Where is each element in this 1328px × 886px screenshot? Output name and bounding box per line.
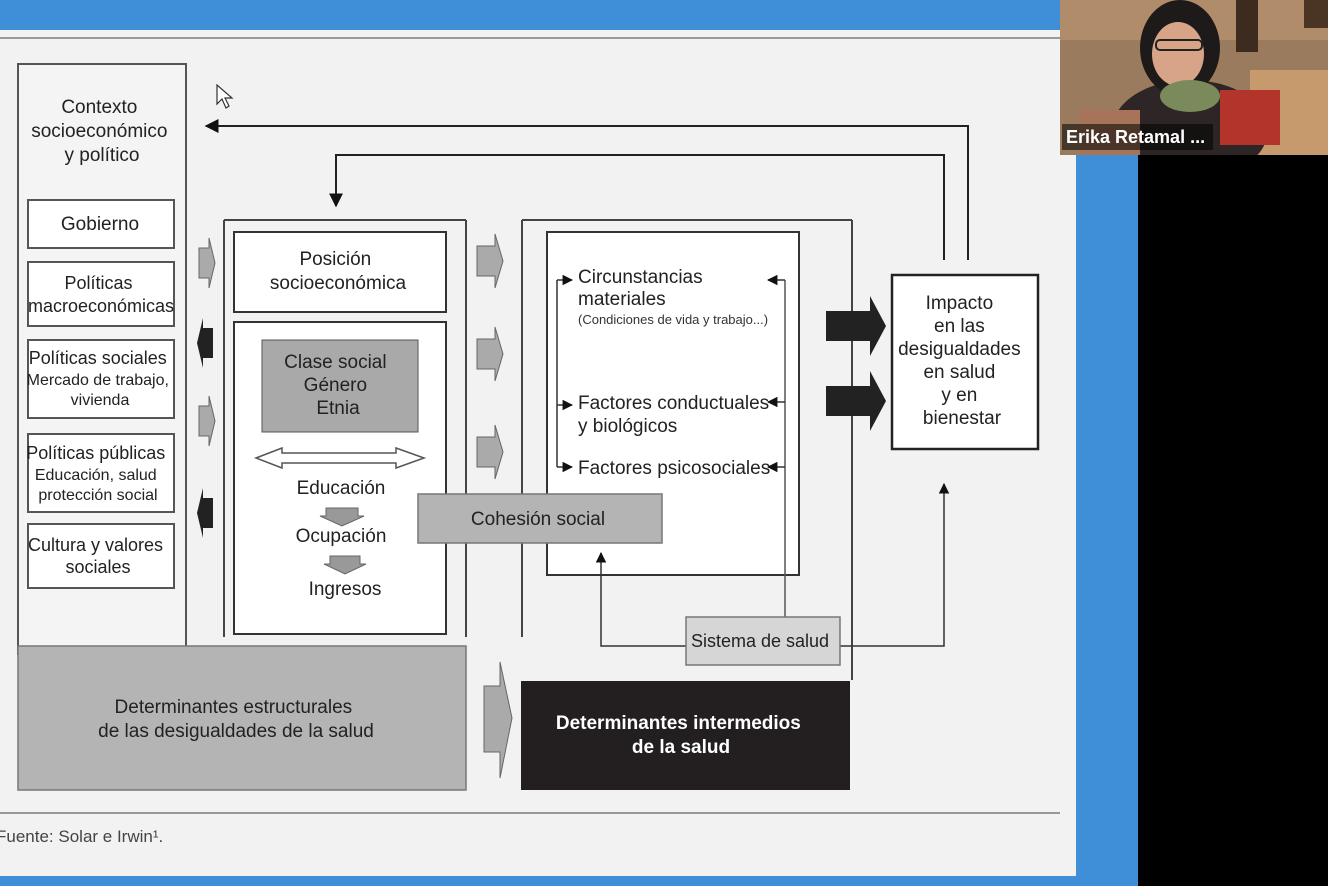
mouse-pointer-icon <box>216 84 234 109</box>
arrow-estructurales-intermedios <box>483 661 513 779</box>
contexto-item-politicas-macro <box>27 261 175 327</box>
arrow-right-gray-2 <box>198 395 216 447</box>
arrow-left-black-1 <box>197 318 213 368</box>
arrow-right-gray-5 <box>476 424 504 480</box>
slide: Contexto socioeconómico y político Gobie… <box>0 30 1076 876</box>
estructurales-label: Determinantes estructurales de las desig… <box>98 697 374 742</box>
arrow-down-1 <box>319 507 365 527</box>
fuente-label: Fuente: Solar e Irwin¹. <box>0 827 163 846</box>
participant-name: Erika Retamal ... <box>1062 124 1214 150</box>
contexto-item-politicas-publicas-label: Políticas públicas Educación, salud prot… <box>26 443 170 504</box>
arrow-left-black-2 <box>197 488 213 538</box>
factores-conductuales-label: Factores conductuales y biológicos <box>578 393 774 437</box>
contexto-item-cultura <box>27 523 175 589</box>
circunstancias-label: Circunstancias materiales <box>578 267 708 310</box>
arrow-right-gray-3 <box>476 233 504 289</box>
cohesion-label: Cohesión social <box>471 509 605 530</box>
clase-box <box>261 339 419 433</box>
arrow-black-impacto-2 <box>826 371 886 431</box>
sistema-salud-box <box>685 616 841 666</box>
contexto-title: Contexto socioeconómico y político <box>31 97 173 166</box>
double-arrow <box>253 446 427 470</box>
contexto-item-politicas-sociales-label: Políticas sociales Mercado de trabajo, v… <box>27 348 174 409</box>
diagram: Contexto socioeconómico y político Gobie… <box>0 37 1060 846</box>
sistema-salud-label: Sistema de salud <box>691 631 829 651</box>
arrow-black-impacto-1 <box>826 296 886 356</box>
participant-video[interactable]: Erika Retamal ... <box>1060 0 1328 155</box>
arrow-down-2 <box>323 555 367 575</box>
intermedios-box <box>521 681 850 790</box>
top-bar <box>0 0 1060 30</box>
cohesion-box <box>417 493 663 544</box>
educacion-label: Educación <box>297 478 386 499</box>
ocupacion-label: Ocupación <box>296 526 387 547</box>
contexto-item-gobierno <box>27 199 175 249</box>
contexto-item-politicas-sociales <box>27 339 175 419</box>
contexto-item-gobierno-label: Gobierno <box>61 214 139 235</box>
contexto-item-politicas-publicas <box>27 433 175 513</box>
ingresos-label: Ingresos <box>309 579 382 600</box>
arrow-right-gray-4 <box>476 326 504 382</box>
estructurales-box <box>17 645 467 791</box>
posicion-label: Posición socioeconómica <box>270 249 407 294</box>
posicion-box <box>233 231 447 313</box>
clase-label: Clase social Género Etnia <box>284 352 392 419</box>
contexto-item-cultura-label: Cultura y valores sociales <box>28 535 168 577</box>
condiciones-label: (Condiciones de vida y trabajo...) <box>578 312 768 327</box>
factores-psicosociales-label: Factores psicosociales <box>578 458 770 479</box>
contexto-item-politicas-macro-label: Políticas macroeconómicas <box>28 273 174 316</box>
impacto-label: Impacto en las desigualdades en salud y … <box>898 293 1026 429</box>
arrow-right-gray-1 <box>198 237 216 289</box>
bottom-strip <box>0 876 1138 886</box>
impacto-box <box>890 273 1040 451</box>
intermedios-label: Determinantes intermedios de la salud <box>556 713 806 758</box>
empty-video-area <box>1138 155 1328 886</box>
